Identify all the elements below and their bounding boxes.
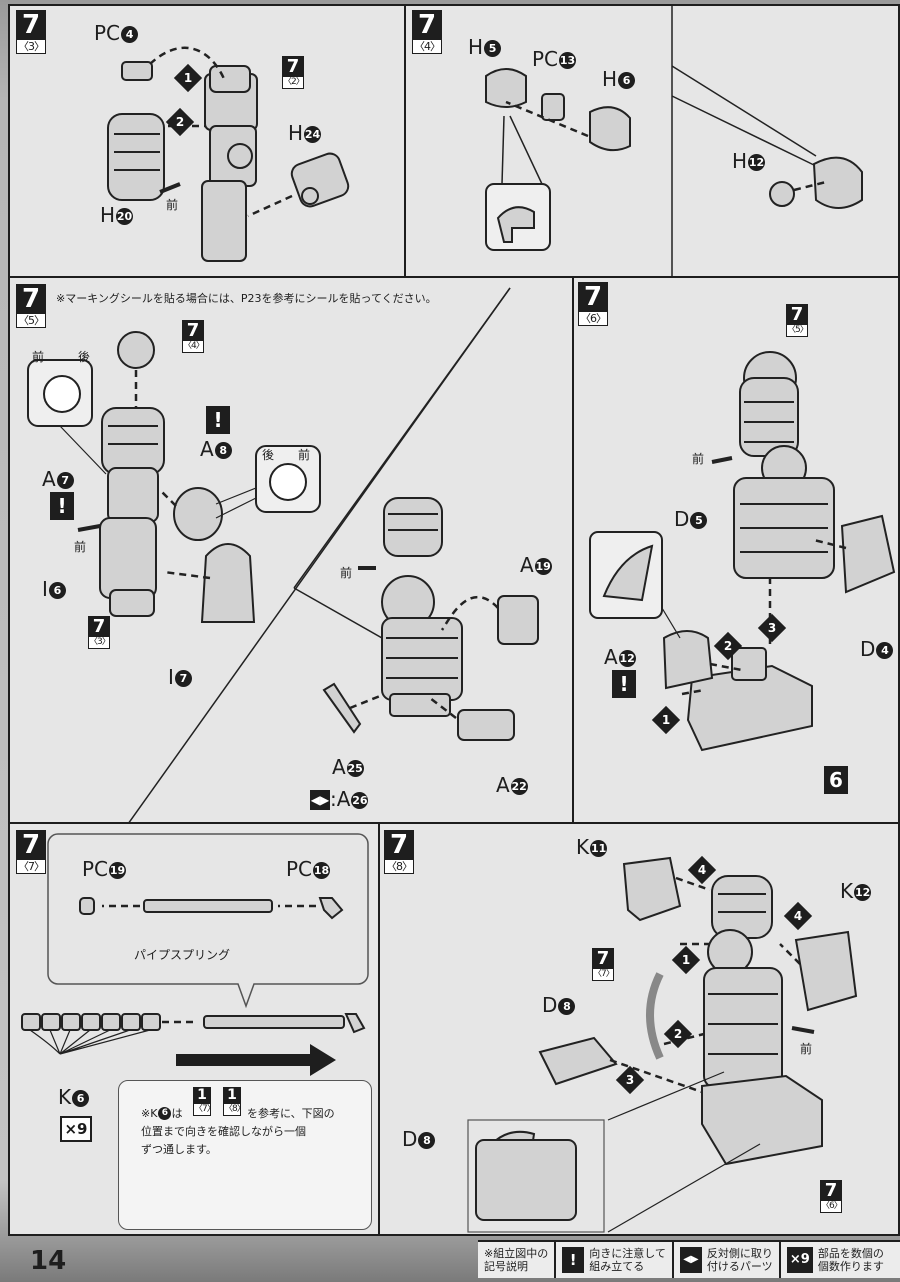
label-front: 前	[800, 1042, 813, 1056]
order-marker-2: 2	[713, 631, 743, 661]
step-7-5-illustration	[27, 287, 539, 822]
page-number: 14	[30, 1246, 67, 1276]
warning-icon: !	[50, 492, 74, 520]
legend-warning: ! 向きに注意して組み立てる	[554, 1242, 672, 1278]
ref-step-1-8: 1〈8〉	[223, 1087, 246, 1116]
step-number-7-3: 7〈3〉	[16, 10, 46, 54]
order-marker-1: 1	[173, 63, 203, 93]
both-sides-icon: ◀▶	[310, 790, 330, 810]
step-7-4-illustration	[485, 6, 863, 276]
step-number-7-5: 7〈5〉	[16, 284, 46, 328]
instruction-line-1b: を参考に、下図の	[247, 1107, 335, 1120]
label-back-right: 後	[262, 448, 275, 462]
legend-count: ×9 部品を数個の個数作ります	[778, 1242, 890, 1278]
multiply-icon: ×9	[786, 1247, 813, 1273]
order-marker-3: 3	[757, 613, 787, 643]
legend-title: ※組立図中の記号説明	[484, 1247, 549, 1273]
instruction-line-3: ずつ通します。	[141, 1143, 217, 1156]
multiply-icon: ×9	[60, 1116, 92, 1142]
label-front-left: 前	[32, 350, 45, 364]
label-front: 前	[74, 540, 87, 554]
label-back-left: 後	[78, 350, 91, 364]
step-number-7-8: 7〈8〉	[384, 830, 414, 874]
step-7-3-illustration	[107, 46, 350, 262]
ref-step-7-7: 7〈7〉	[592, 948, 615, 981]
step-number-7-7: 7〈7〉	[16, 830, 46, 874]
order-marker-1: 1	[671, 945, 701, 975]
label-front-right-assembly: 前	[340, 566, 353, 580]
symbol-legend: ※組立図中の記号説明 ! 向きに注意して組み立てる ◀▶ 反対側に取り付けるパー…	[478, 1240, 900, 1278]
order-marker-2: 2	[663, 1019, 693, 1049]
sticker-note: ※マーキングシールを貼る場合には、P23を参考にシールを貼ってください。	[56, 292, 437, 305]
ref-step-7-3: 7〈3〉	[88, 616, 111, 649]
ref-step-7-6: 7〈6〉	[820, 1180, 843, 1213]
ref-step-1-7: 1〈7〉	[193, 1087, 216, 1116]
ref-step-7-5: 7〈5〉	[786, 304, 809, 337]
order-marker-3: 3	[615, 1065, 645, 1095]
step-7-6-illustration	[589, 351, 896, 752]
label-pipe-spring: パイプスプリング	[134, 948, 231, 962]
order-marker-1: 1	[651, 705, 681, 735]
order-marker-4-right: 4	[783, 901, 813, 931]
step-number-7-4: 7〈4〉	[412, 10, 442, 54]
instruction-line-2: 位置まで向きを確認しながら一個	[141, 1125, 306, 1138]
ref-step-7-2: 7〈2〉	[282, 56, 305, 89]
part-number-6: 6	[824, 766, 848, 794]
label-front-right: 前	[298, 448, 311, 462]
label-front: 前	[166, 198, 179, 212]
warning-icon: !	[612, 670, 636, 698]
warning-icon: !	[206, 406, 230, 434]
step-7-8-illustration	[467, 856, 858, 1233]
both-sides-icon: ◀▶	[679, 1247, 702, 1273]
label-front: 前	[692, 452, 705, 466]
legend-both-sides: ◀▶ 反対側に取り付けるパーツ	[671, 1242, 779, 1278]
step-number-7-6: 7〈6〉	[578, 282, 608, 326]
ref-step-7-4: 7〈4〉	[182, 320, 205, 353]
step-7-5-panel: 7〈5〉 ※マーキングシールを貼る場合には、P23を参考にシールを貼ってください…	[8, 276, 574, 824]
warning-icon: !	[562, 1247, 585, 1273]
order-marker-4-left: 4	[687, 855, 717, 885]
order-marker-2: 2	[165, 107, 195, 137]
